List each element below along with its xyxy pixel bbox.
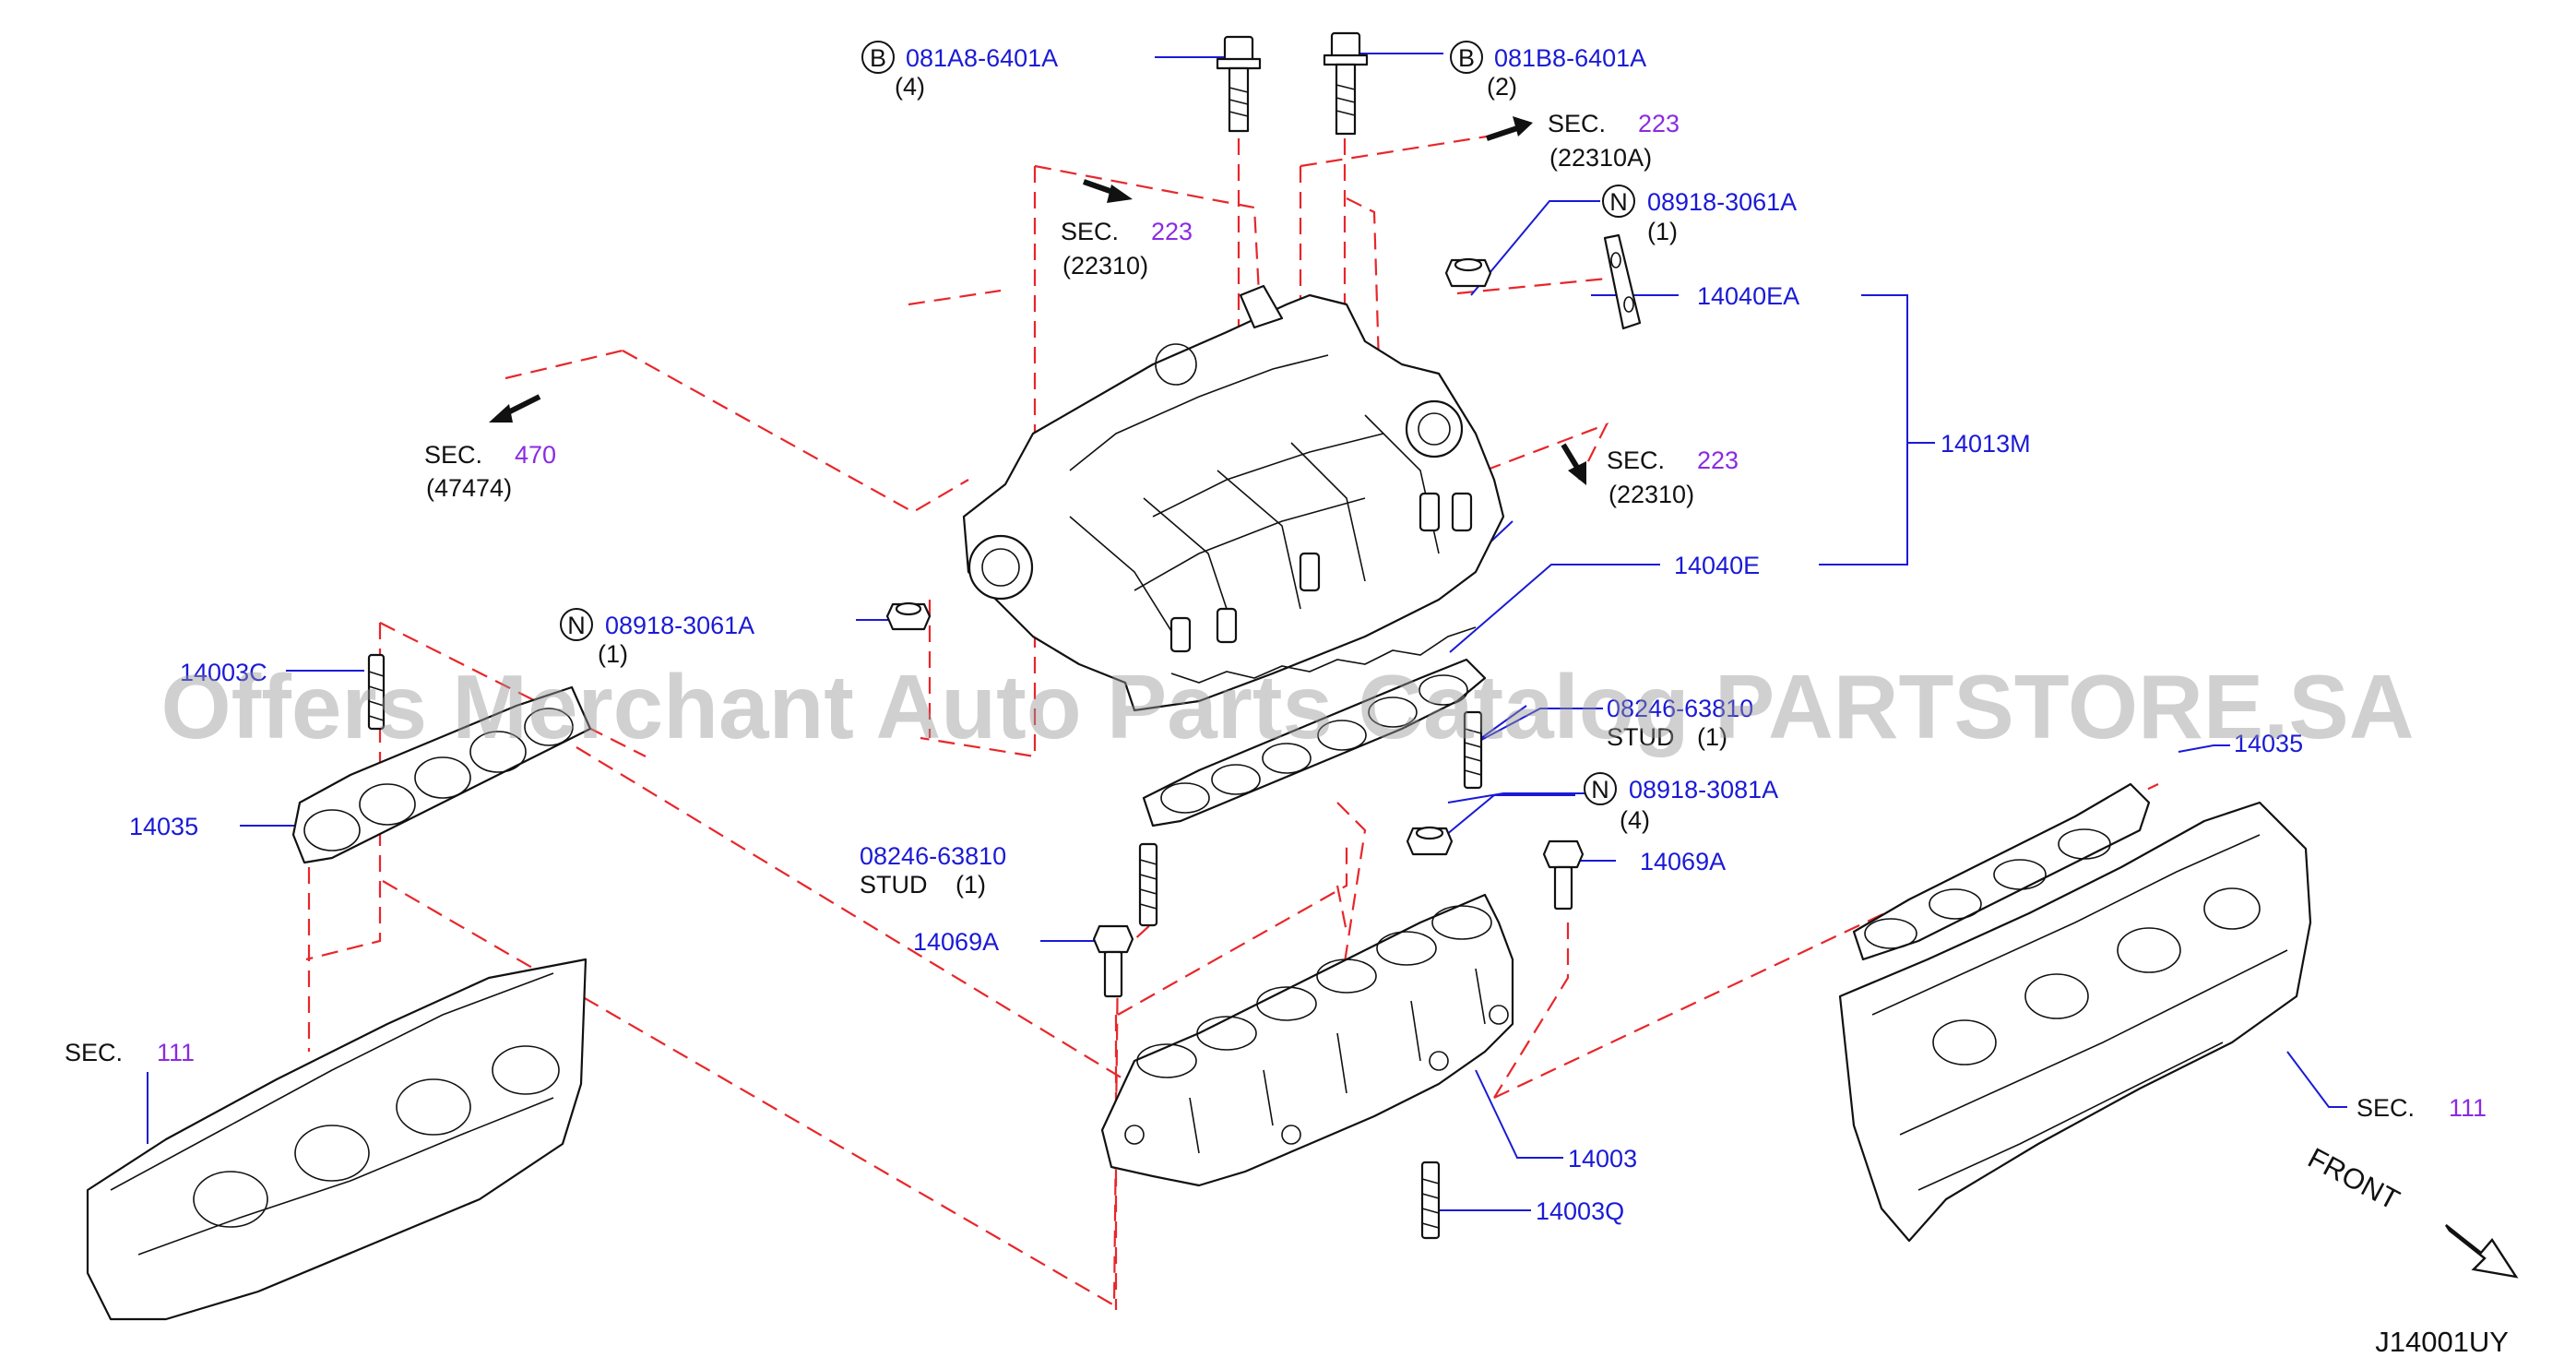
part-14069A-left[interactable]: 14069A [913,928,999,956]
stud-upper-qty: (1) [1697,723,1727,751]
qty-08918-top: (1) [1647,218,1678,245]
part-14035-right[interactable]: 14035 [2234,730,2303,757]
stud-lower-icon [1138,842,1158,927]
nut-08918-left-icon [885,601,932,631]
stud-14003C-icon [367,653,386,731]
intake-collector-icon [962,284,1505,712]
part-14003Q[interactable]: 14003Q [1536,1197,1624,1225]
sec-111-right-label: SEC. [2356,1094,2415,1122]
stud-upper-label: STUD [1607,723,1675,751]
watermark: Offers Merchant Auto Parts Catalog PARTS… [160,656,2414,757]
front-label: FRONT [2303,1141,2405,1216]
badge-circles [560,41,1635,805]
part-14003C[interactable]: 14003C [180,659,267,686]
part-08246-63810-upper[interactable]: 08246-63810 [1607,695,1753,722]
nut-08918-3081A-icon [1406,826,1454,856]
stud-lower-qty: (1) [956,871,986,899]
bolt-14069A-right-icon [1542,839,1585,911]
nut-08918-icon [1444,257,1492,288]
stud-14003Q-icon [1420,1161,1441,1240]
cylinder-head-left-icon [86,958,588,1321]
part-081B8-6401A[interactable]: 081B8-6401A [1494,44,1646,72]
badge-n-mid: N [1591,776,1609,804]
sec-223-mid-label: SEC. [1061,218,1119,245]
sec-223-top-ref: (22310A) [1549,144,1652,172]
sec-111-right-number[interactable]: 111 [2449,1094,2487,1122]
gasket-14040E-icon [1142,658,1487,827]
qty-081B8: (2) [1487,73,1517,101]
sec-223-right-ref: (22310) [1609,481,1694,508]
gasket-14040EA-icon [1603,233,1642,330]
sec-111-left-number[interactable]: 111 [157,1039,195,1066]
front-arrow-icon [2445,1224,2519,1279]
bolt-081B8-icon [1323,31,1369,136]
part-08918-3061A-left[interactable]: 08918-3061A [605,612,754,639]
part-14013M[interactable]: 14013M [1941,430,2031,458]
gasket-14035-left-icon [291,685,592,864]
sec-223-right-label: SEC. [1607,446,1665,474]
sec-223-mid-ref: (22310) [1062,252,1148,280]
qty-08918-3081A: (4) [1620,806,1650,834]
part-14003[interactable]: 14003 [1568,1145,1637,1173]
sec-223-right-number[interactable]: 223 [1697,446,1739,474]
part-081A8-6401A[interactable]: 081A8-6401A [906,44,1058,72]
stud-lower-label: STUD [860,871,928,899]
badge-n-left: N [567,612,586,639]
qty-081A8: (4) [895,73,925,101]
part-14035-left[interactable]: 14035 [129,813,198,840]
sec-223-top-number[interactable]: 223 [1638,110,1680,137]
gasket-14035-right-icon [1852,782,2151,961]
part-14069A-right[interactable]: 14069A [1640,848,1726,875]
badge-b-right: B [1458,44,1475,72]
sec-111-left-label: SEC. [65,1039,123,1066]
bolt-14069A-left-icon [1092,924,1134,998]
sec-470-label: SEC. [424,441,482,469]
sec-470-number[interactable]: 470 [515,441,556,469]
badge-b-left: B [870,44,886,72]
stud-upper-icon [1463,710,1483,790]
part-14040E[interactable]: 14040E [1674,552,1760,579]
qty-08918-left: (1) [598,640,628,668]
part-08246-63810-lower[interactable]: 08246-63810 [860,842,1006,870]
diagram-code: J14001UY [2375,1326,2509,1358]
lower-intake-manifold-icon [1100,893,1514,1187]
part-08918-3081A[interactable]: 08918-3081A [1629,776,1778,804]
cylinder-head-right-icon [1838,801,2312,1243]
sec-223-top-label: SEC. [1548,110,1606,137]
bolt-081A8-icon [1216,35,1262,133]
badge-n-top: N [1609,188,1628,216]
part-14040EA[interactable]: 14040EA [1697,282,1799,310]
part-08918-3061A-top[interactable]: 08918-3061A [1647,188,1797,216]
sec-223-mid-number[interactable]: 223 [1151,218,1193,245]
arrow-icon [489,116,1586,485]
sec-470-ref: (47474) [426,474,512,502]
